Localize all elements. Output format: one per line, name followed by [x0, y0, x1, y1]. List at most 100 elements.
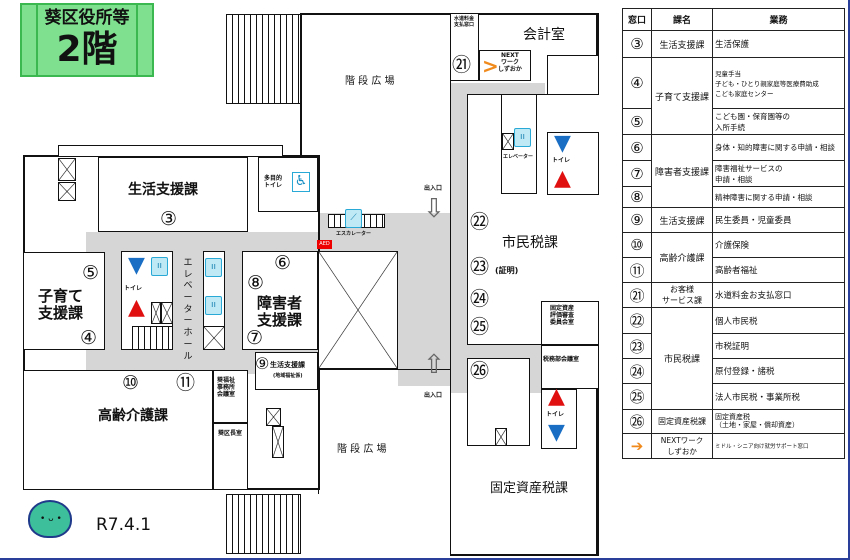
window-8: ⑧ — [247, 272, 265, 294]
committee-label: 固定資産 評価審査 委員会室 — [550, 305, 575, 326]
multi-toilet-label: 多目的 トイレ — [264, 175, 283, 189]
male-toilet-icon: ▼ — [554, 131, 571, 156]
window-23: ㉓ — [470, 256, 490, 278]
toilet-label-center: トイレ — [124, 285, 143, 292]
male-toilet-icon: ▼ — [548, 420, 565, 445]
entrance-arrow-down: ⇩ — [423, 194, 445, 224]
window-26: ㉖ — [470, 360, 490, 382]
window-4: ④ — [80, 327, 98, 349]
elevator-icon: ıı — [514, 128, 531, 147]
window-6: ⑥ — [274, 252, 292, 274]
tax-meeting-label: 税務部会議室 — [543, 356, 580, 363]
entrance-top-label: 出入口 — [424, 185, 443, 192]
accounting-label: 会計室 — [523, 27, 565, 43]
room-elderly — [23, 370, 213, 490]
next-work-arrow-icon: > — [482, 54, 499, 78]
stairs-bottom — [226, 494, 301, 554]
window-21: ㉑ — [452, 54, 472, 76]
header-dept: 課名 — [651, 8, 713, 31]
small-stairs — [132, 326, 173, 350]
room-water-window — [450, 13, 479, 81]
next-work-label: NEXT ワーク しずおか — [498, 52, 522, 73]
female-toilet-icon: ▲ — [548, 384, 565, 409]
atrium-void — [318, 251, 398, 369]
room-disability — [242, 251, 318, 350]
room-welfare-meeting — [213, 370, 248, 423]
room-livelihood — [98, 157, 248, 232]
toilet-label-bottom: トイレ — [546, 411, 565, 418]
ward-head-label: 葵区長室 — [218, 430, 243, 437]
toilet-right-top — [547, 132, 599, 195]
entrance-arrow-up: ⇧ — [423, 350, 445, 380]
elevator-icon: ıı — [205, 296, 222, 315]
livelihood-9-label: 生活支援課 — [270, 361, 305, 369]
date-label: R7.4.1 — [96, 515, 152, 535]
toilet-right-bottom — [541, 389, 577, 449]
elevator-hall-label: エレベーターホール — [183, 258, 193, 362]
window-10: ⑩ — [122, 372, 140, 394]
stairs-top — [226, 14, 301, 104]
elderly-label: 高齢介護課 — [98, 408, 168, 424]
room-next-work — [479, 50, 531, 81]
window-7: ⑦ — [246, 327, 264, 349]
room-fixed-asset-back — [467, 358, 530, 446]
room-livelihood-9 — [255, 352, 318, 390]
elevator-icon: ıı — [151, 257, 168, 276]
room-childcare — [23, 252, 105, 350]
floor-label: 2階 — [56, 29, 118, 70]
toilet-label-top: トイレ — [552, 157, 571, 164]
room-tax-meeting — [541, 345, 599, 389]
window-3: ③ — [160, 208, 178, 230]
elevator-label: エレベーター — [503, 154, 534, 160]
room-committee — [541, 301, 599, 345]
stairs-plaza-top-label: 階 段 広 場 — [345, 76, 395, 87]
stairs-plaza-bottom-label: 階 段 広 場 — [337, 444, 387, 455]
certificate-label: (証明) — [495, 266, 519, 275]
window-11: ⑪ — [176, 372, 196, 394]
livelihood-9-sub: (地域福祉係) — [273, 373, 303, 379]
window-25: ㉕ — [470, 316, 490, 338]
mascot-icon: • ᴗ • — [28, 500, 72, 538]
window-9: ⑨ — [255, 354, 270, 373]
livelihood-label: 生活支援課 — [128, 182, 198, 198]
header-task: 業務 — [712, 8, 845, 31]
female-toilet-icon: ▲ — [554, 166, 571, 191]
roof-band — [58, 145, 283, 157]
water-window-label: 水道料金支払窓口 — [453, 16, 474, 28]
female-toilet-icon: ▲ — [128, 295, 145, 320]
childcare-label: 子育て 支援課 — [38, 287, 84, 323]
elevator-icon: ıı — [205, 258, 222, 277]
multi-purpose-toilet — [258, 157, 318, 212]
header-window: 窓口 — [622, 8, 652, 31]
building-name: 葵区役所等 — [44, 8, 130, 28]
male-toilet-icon: ▼ — [128, 253, 145, 278]
escalator-label: エスカレーター — [336, 231, 372, 237]
wheelchair-icon: ♿ — [292, 172, 310, 192]
citizen-tax-label: 市民税課 — [502, 235, 558, 251]
window-24: ㉔ — [470, 288, 490, 310]
disability-label: 障害者 支援課 — [257, 294, 303, 330]
fixed-asset-tax-label: 固定資産税課 — [490, 481, 569, 496]
escalator-icon: ⟋ — [345, 209, 362, 228]
room-ward-head — [213, 423, 248, 490]
window-5: ⑤ — [82, 262, 100, 284]
entrance-bottom-label: 出入口 — [424, 392, 443, 399]
table-row: ➔NEXTワーク しずおかミドル・シニア向け就労サポート窓口 — [622, 433, 845, 459]
window-22: ㉒ — [470, 211, 490, 233]
aed-sign[interactable]: AED — [317, 240, 332, 249]
